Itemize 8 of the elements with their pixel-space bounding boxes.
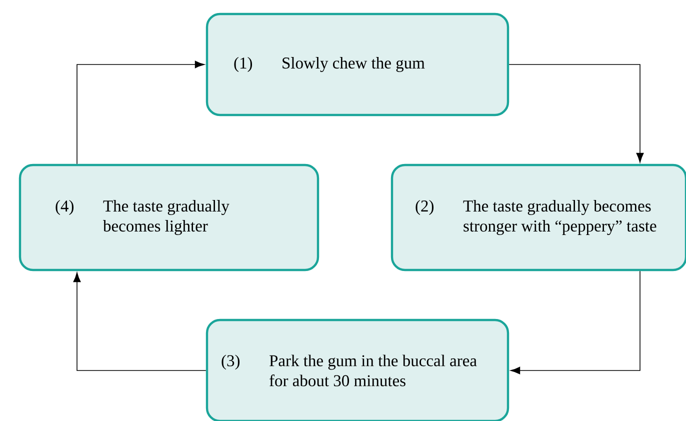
arrow bbox=[508, 64, 644, 163]
process-box: (1) Slowly chew the gum bbox=[206, 12, 510, 116]
arrow bbox=[76, 60, 205, 164]
arrow bbox=[510, 270, 640, 374]
process-box: (2) The taste gradually becomes stronger with “peppery” taste bbox=[390, 164, 686, 272]
process-box: (4) The taste gradually becomes lighter bbox=[18, 164, 320, 272]
process-box: (3) Park the gum in the buccal area for about 30 minutes bbox=[206, 318, 510, 421]
arrow bbox=[73, 272, 206, 371]
